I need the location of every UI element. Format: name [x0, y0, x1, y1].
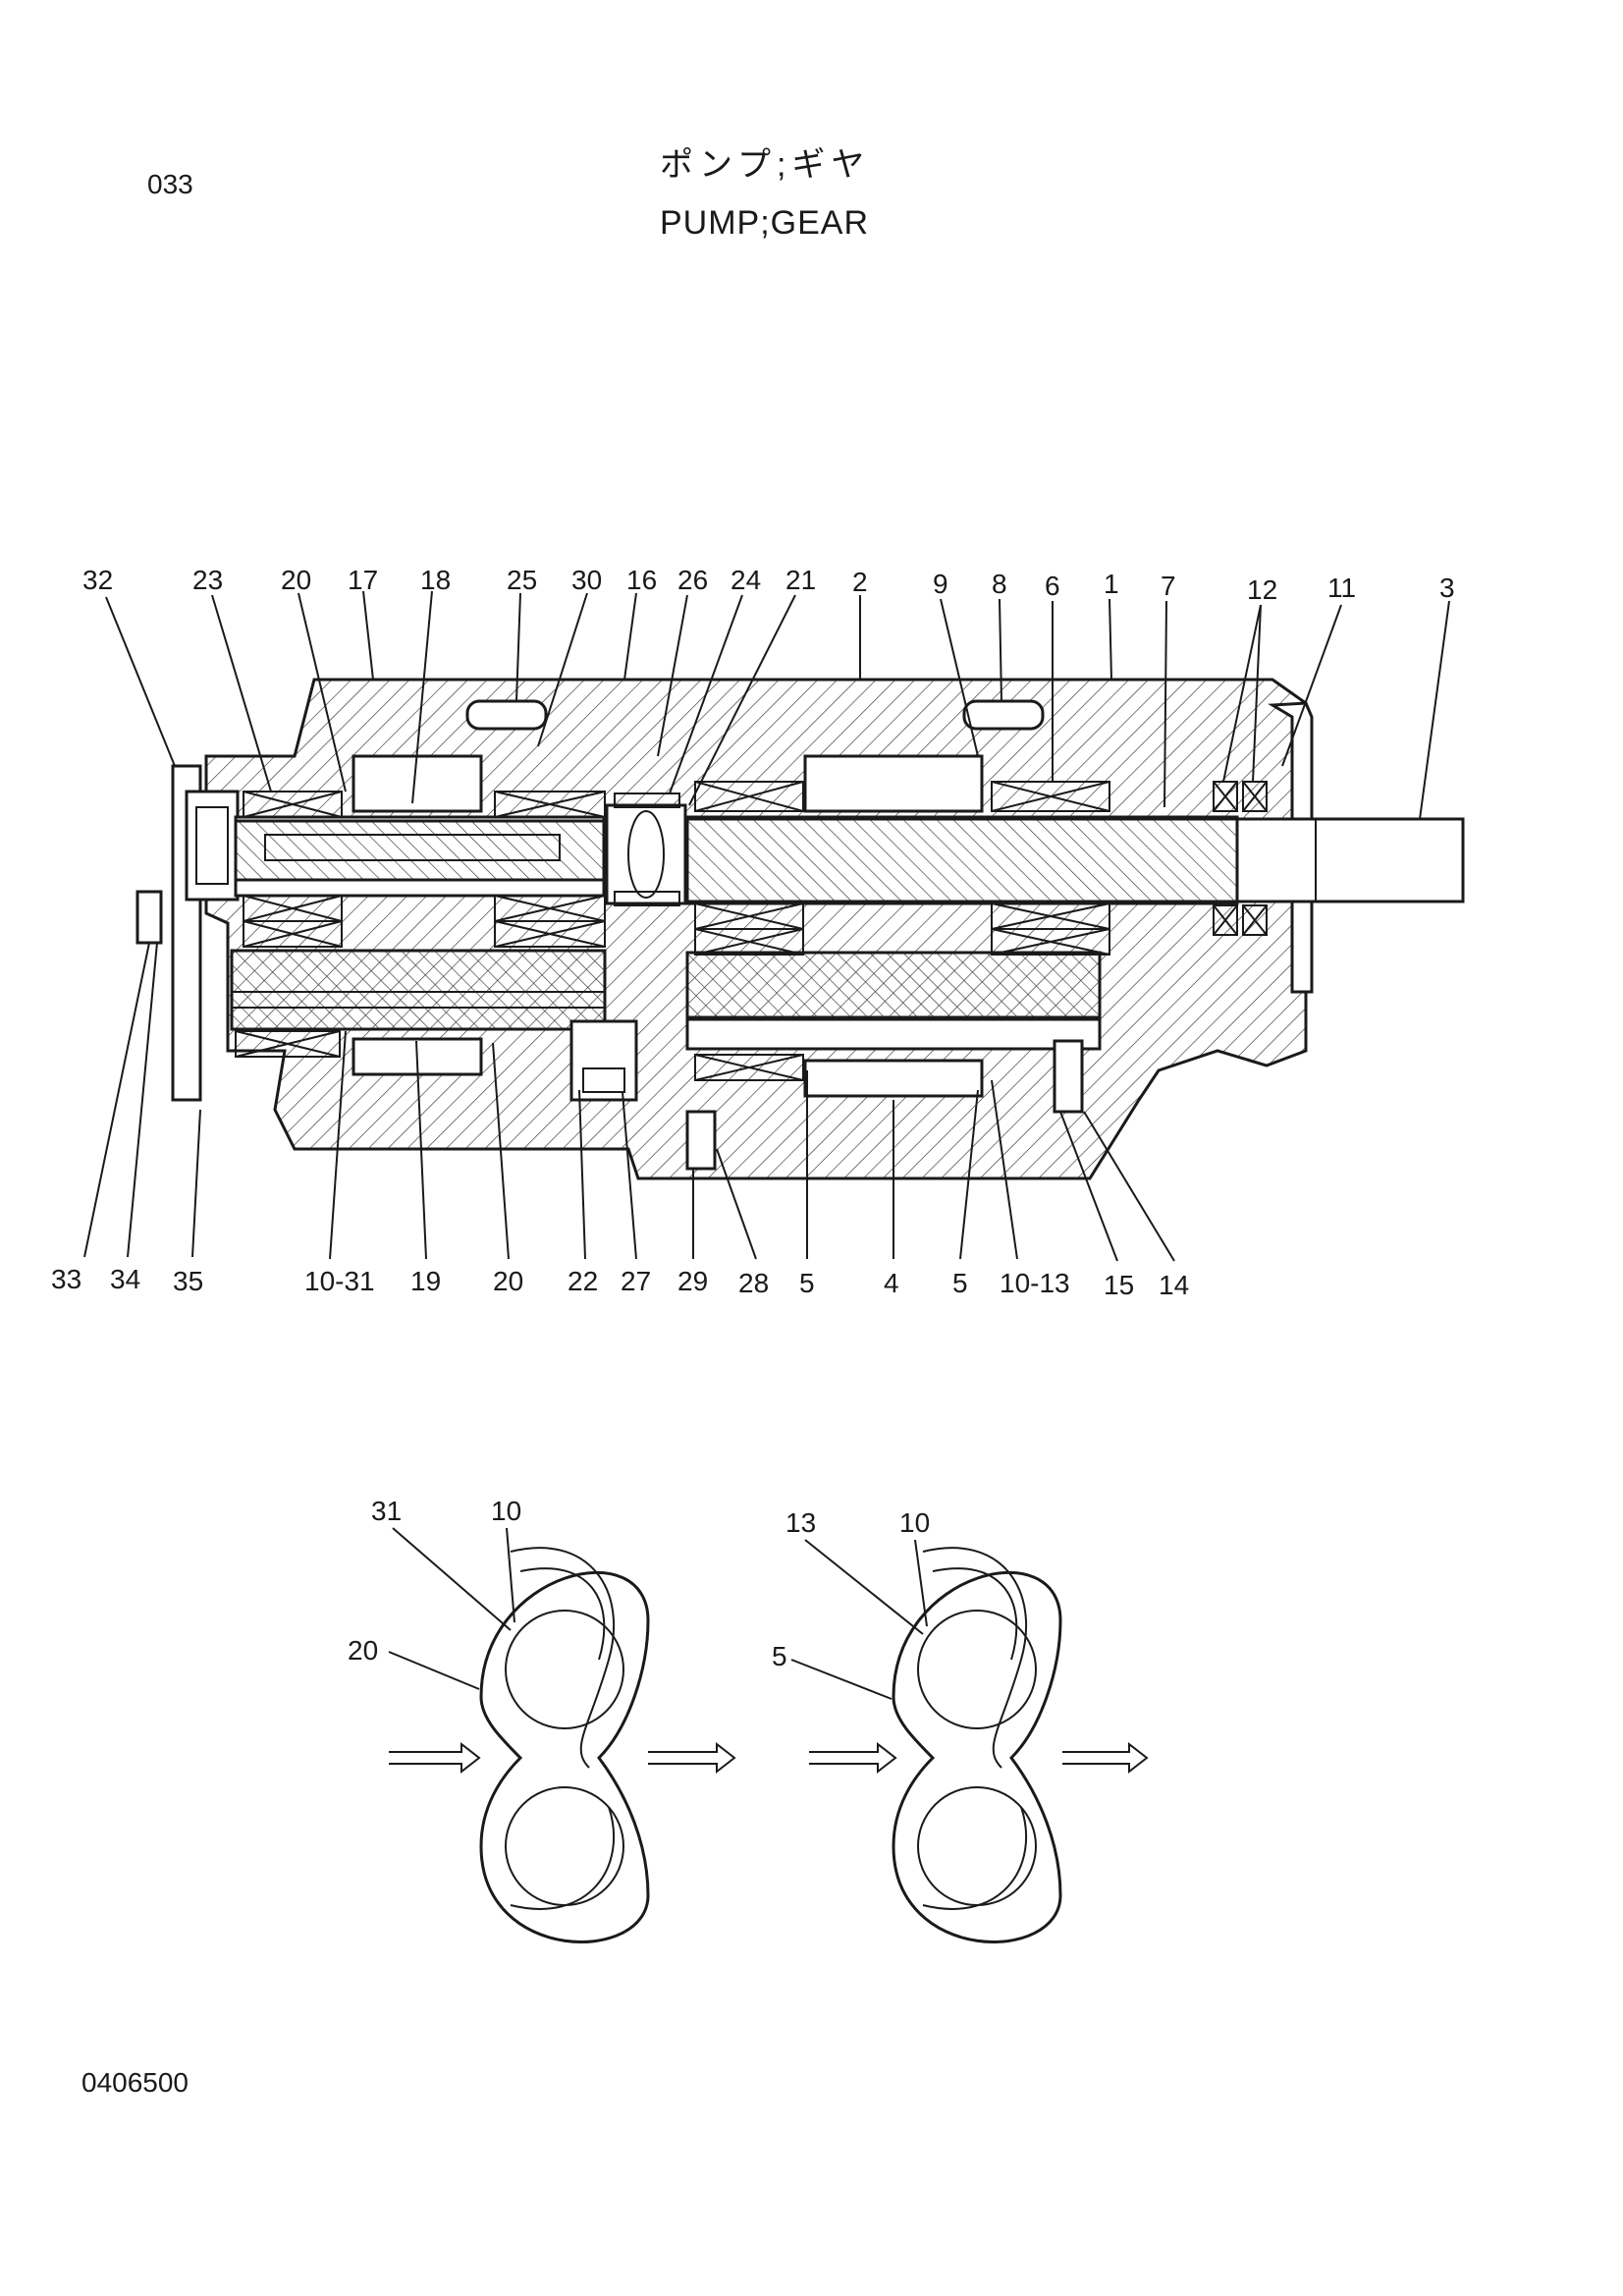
flow-arrow-in-left: [389, 1741, 481, 1775]
callout-32: 32: [82, 565, 113, 595]
callout-9: 9: [933, 569, 948, 599]
drive-shaft: [685, 817, 1239, 903]
callout-5-a: 5: [799, 1268, 815, 1298]
callout-23: 23: [192, 565, 223, 595]
plug-28: [685, 1110, 717, 1171]
callout-17: 17: [348, 565, 378, 595]
bearing-group: [235, 781, 1268, 1081]
callout-18: 18: [420, 565, 451, 595]
detail-right-label-13: 13: [785, 1507, 816, 1538]
callout-27: 27: [621, 1266, 651, 1296]
leader-lines: [83, 590, 1450, 1262]
shaft-end: [1235, 817, 1465, 903]
page-code: 033: [147, 169, 193, 199]
wear-plate-20: [479, 1570, 650, 1943]
callout-11: 11: [1327, 573, 1356, 603]
dowel-pin-25: [465, 699, 548, 731]
side-plate-5: [892, 1570, 1062, 1943]
bolt-14: [1053, 1039, 1084, 1114]
callout-34: 34: [110, 1264, 140, 1294]
callout-14: 14: [1159, 1270, 1189, 1300]
callout-22: 22: [568, 1266, 598, 1296]
callout-4: 4: [884, 1268, 899, 1298]
detail-right: 13 10 5: [772, 1507, 1149, 1943]
callouts-bottom: 33 34 35 10-31 19 20 22 27 29 28 5 4 5 1…: [51, 1264, 1189, 1300]
callout-20-bottom: 20: [493, 1266, 523, 1296]
callout-28: 28: [738, 1268, 769, 1298]
callout-35: 35: [173, 1266, 203, 1296]
callout-26: 26: [677, 565, 708, 595]
callout-5-b: 5: [952, 1268, 968, 1298]
check-valve: [569, 1019, 638, 1102]
callout-15: 15: [1104, 1270, 1134, 1300]
detail-right-label-5: 5: [772, 1641, 787, 1671]
callout-19: 19: [410, 1266, 441, 1296]
callout-8: 8: [992, 569, 1007, 599]
lower-front-shaft: [685, 951, 1102, 1019]
rear-bolt: [135, 890, 163, 945]
detail-left-label-31: 31: [371, 1496, 402, 1526]
document-number: 0406500: [81, 2067, 189, 2098]
detail-right-label-10: 10: [899, 1507, 930, 1538]
detail-left-label-10: 10: [491, 1496, 521, 1526]
callout-7: 7: [1161, 571, 1176, 601]
detail-left-label-20: 20: [348, 1635, 378, 1666]
lower-rear-shaft: [230, 949, 607, 1031]
callouts-top: 32 23 20 17 18 25 30 16 26 24 21 2 9 8 6…: [82, 565, 1455, 605]
detail-left: 31 10 20: [348, 1496, 736, 1943]
callout-21: 21: [785, 565, 816, 595]
callout-29: 29: [677, 1266, 708, 1296]
callout-24: 24: [730, 565, 761, 595]
callout-30: 30: [571, 565, 602, 595]
callout-33: 33: [51, 1264, 81, 1294]
callout-2: 2: [852, 567, 868, 597]
dowel-pin-8: [962, 699, 1045, 731]
callout-10-31: 10-31: [304, 1266, 375, 1296]
callout-1: 1: [1104, 569, 1119, 599]
title-english: PUMP;GEAR: [660, 204, 870, 242]
pump-cross-section: [135, 678, 1465, 1180]
flow-arrow-out-left: [648, 1741, 736, 1775]
coupling: [605, 803, 687, 905]
callout-25: 25: [507, 565, 537, 595]
callout-12: 12: [1247, 574, 1277, 605]
rear-gear-shaft: [234, 819, 606, 882]
callout-20-top: 20: [281, 565, 311, 595]
callout-6: 6: [1045, 571, 1060, 601]
title-japanese: ポンプ;ギヤ: [660, 146, 871, 184]
callout-3: 3: [1439, 573, 1455, 603]
callout-10-13: 10-13: [1000, 1268, 1070, 1298]
flow-arrow-in-right: [809, 1741, 897, 1775]
callout-16: 16: [626, 565, 657, 595]
flow-arrow-out-right: [1062, 1741, 1149, 1775]
